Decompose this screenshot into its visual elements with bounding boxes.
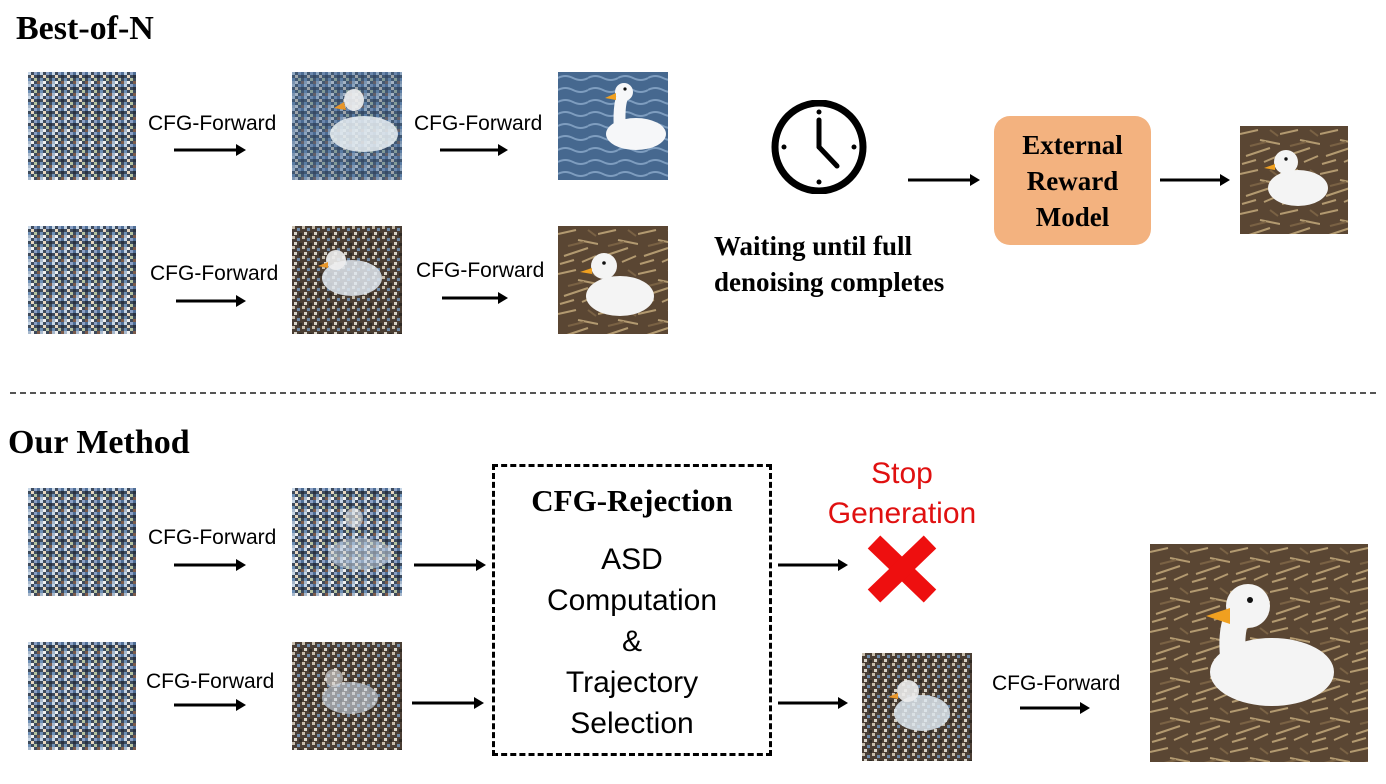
duck-image <box>558 226 668 334</box>
arrow <box>442 291 508 305</box>
noise-image <box>28 642 136 750</box>
partially-denoised-duck-image <box>292 642 402 750</box>
cfg-forward-label: CFG-Forward <box>416 259 545 282</box>
arrow <box>778 696 848 710</box>
best-of-n-title: Best-of-N <box>16 10 154 47</box>
clock-icon <box>763 100 875 194</box>
arrow <box>174 143 246 157</box>
partially-denoised-duck-image <box>292 226 402 334</box>
arrow <box>778 558 848 572</box>
arrow <box>176 294 246 308</box>
cfg-rejection-box: CFG-Rejection ASD Computation & Trajecto… <box>492 464 772 756</box>
arrow <box>174 698 246 712</box>
arrow <box>1020 701 1090 715</box>
selected-duck-image <box>1240 126 1348 234</box>
noise-image <box>28 226 136 334</box>
waiting-text-line2: denoising completes <box>714 267 945 297</box>
reward-model-line3: Model <box>1035 201 1110 232</box>
arrow <box>1160 173 1230 187</box>
section-divider <box>10 392 1376 394</box>
arrow <box>908 173 980 187</box>
selected-intermediate-duck-image <box>862 653 972 761</box>
cfg-forward-label: CFG-Forward <box>414 112 543 135</box>
arrow <box>412 696 484 710</box>
external-reward-model-box: External Reward Model <box>994 116 1151 245</box>
final-duck-image <box>1150 544 1368 762</box>
noise-image <box>28 72 136 180</box>
rejection-line-asd: ASD <box>601 543 663 576</box>
reward-model-line1: External <box>1022 129 1123 160</box>
cfg-rejection-title: CFG-Rejection <box>531 483 733 518</box>
duck-on-water-image <box>558 72 668 180</box>
noise-image <box>28 488 136 596</box>
arrow <box>440 143 508 157</box>
rejection-line-computation: Computation <box>546 584 718 617</box>
arrow <box>174 558 246 572</box>
partially-denoised-duck-image <box>292 72 402 180</box>
reward-model-line2: Reward <box>1026 165 1119 196</box>
cfg-forward-label: CFG-Forward <box>148 112 277 135</box>
rejection-line-ampersand: & <box>621 625 642 658</box>
our-method-title: Our Method <box>8 424 190 461</box>
rejection-line-selection: Selection <box>570 707 694 740</box>
stop-line2: Generation <box>827 497 977 530</box>
rejection-line-trajectory: Trajectory <box>565 666 699 699</box>
stop-line1: Stop <box>871 457 933 490</box>
cfg-forward-label: CFG-Forward <box>150 262 279 285</box>
stop-generation-text: Stop Generation <box>812 454 992 534</box>
reject-x-icon <box>864 534 940 604</box>
cfg-forward-label: CFG-Forward <box>146 670 275 693</box>
cfg-forward-label: CFG-Forward <box>992 672 1121 695</box>
arrow <box>414 558 486 572</box>
cfg-forward-label: CFG-Forward <box>148 526 277 549</box>
waiting-text-line1: Waiting until full <box>714 231 913 261</box>
partially-denoised-duck-image <box>292 488 402 596</box>
